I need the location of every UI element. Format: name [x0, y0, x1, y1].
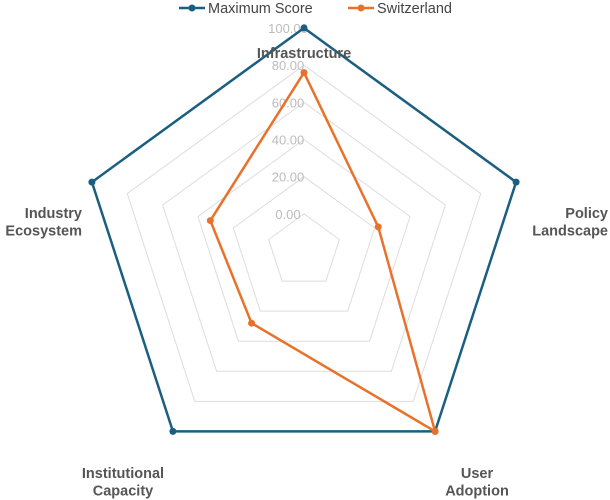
- data-point[interactable]: [512, 178, 520, 186]
- grid-ring: [197, 138, 411, 342]
- tick-label: 40.00: [272, 133, 305, 148]
- grid-ring: [232, 176, 376, 312]
- data-point[interactable]: [300, 24, 308, 32]
- radar-grid: [91, 27, 517, 432]
- grid-ring: [268, 213, 340, 282]
- data-point[interactable]: [300, 69, 308, 77]
- data-point[interactable]: [374, 223, 382, 231]
- tick-label: 0.00: [275, 207, 300, 222]
- axis-label-user-adoption: User: [461, 466, 494, 482]
- data-point[interactable]: [206, 217, 214, 225]
- legend-item-switzerland[interactable]: Switzerland: [348, 1, 452, 17]
- axis-label-industry-ecosystem: Ecosystem: [5, 224, 82, 240]
- legend: Maximum Score Switzerland: [179, 1, 452, 17]
- axis-label-policy-landscape: Policy: [565, 206, 608, 222]
- axis-labels: InfrastructurePolicyLandscapeUserAdoptio…: [5, 46, 608, 500]
- legend-item-maximum-score[interactable]: Maximum Score: [179, 1, 313, 17]
- axis-label-institutional-capacity: Capacity: [93, 484, 153, 500]
- data-point[interactable]: [248, 319, 256, 327]
- legend-marker-maximum-score: [188, 4, 196, 12]
- grid-ring: [162, 101, 446, 372]
- series-line-switzerland: [209, 71, 437, 433]
- data-point[interactable]: [169, 427, 177, 435]
- legend-label-switzerland: Switzerland: [377, 1, 452, 17]
- data-point[interactable]: [431, 427, 439, 435]
- axis-label-industry-ecosystem: Industry: [25, 206, 82, 222]
- axis-label-user-adoption: Adoption: [445, 484, 509, 500]
- axis-label-infrastructure: Infrastructure: [257, 46, 351, 62]
- tick-label: 20.00: [272, 170, 305, 185]
- series-layer: [88, 24, 520, 435]
- series-line-maximum-score: [90, 26, 518, 433]
- legend-label-maximum-score: Maximum Score: [208, 1, 313, 17]
- tick-label: 60.00: [272, 95, 305, 110]
- legend-marker-switzerland: [357, 4, 365, 12]
- axis-label-institutional-capacity: Institutional: [82, 466, 164, 482]
- tick-label: 80.00: [272, 58, 305, 73]
- grid-ring: [126, 64, 482, 402]
- axis-label-policy-landscape: Landscape: [532, 224, 608, 240]
- data-point[interactable]: [88, 178, 96, 186]
